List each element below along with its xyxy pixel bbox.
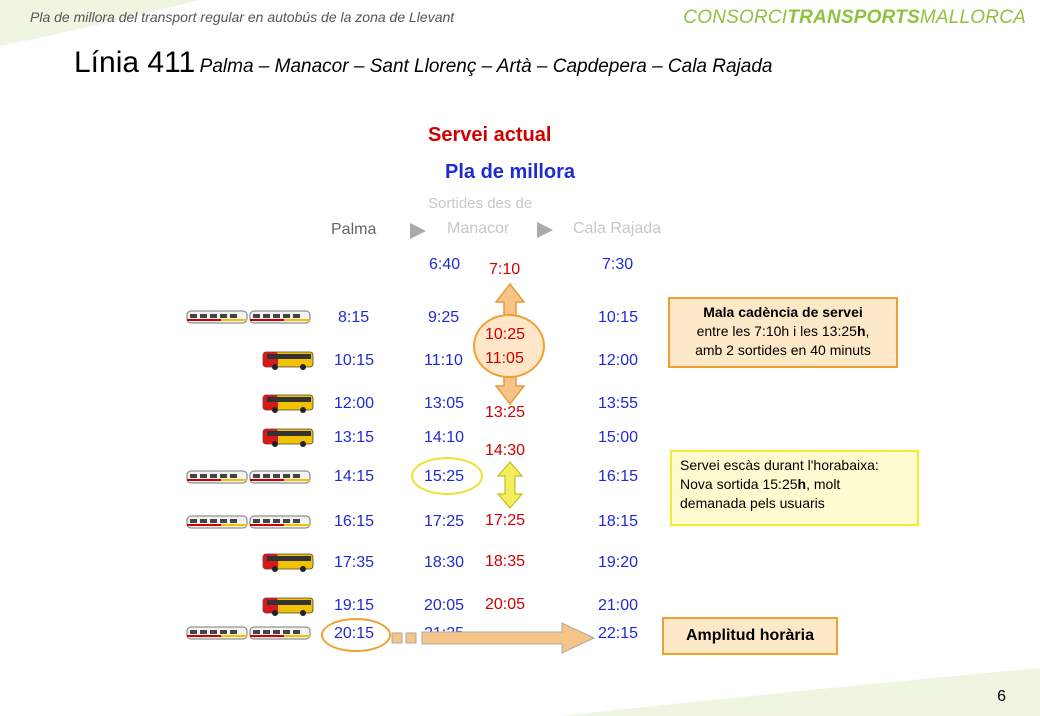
legend-current: Servei actual xyxy=(428,124,552,146)
brand-logo: CONSORCITRANSPORTSMALLORCA xyxy=(683,7,1026,28)
plan-palma-time: 12:00 xyxy=(334,395,375,412)
span-arrow-icon xyxy=(391,622,596,654)
plan-cala-time: 22:15 xyxy=(598,625,639,642)
current-time: 13:25 xyxy=(485,404,526,421)
train-icon xyxy=(186,470,311,484)
current-time: 17:25 xyxy=(485,512,526,529)
bus-icon xyxy=(262,553,314,573)
plan-palma-time: 10:15 xyxy=(334,352,375,369)
arrow-right-icon xyxy=(537,222,553,238)
cadence-note-line1: entre les 7:10h i les 13:25h, xyxy=(696,323,870,339)
route-description: Palma – Manacor – Sant Llorenç – Artà – … xyxy=(199,56,773,77)
plan-palma-time: 14:15 xyxy=(334,468,375,485)
plan-cala-time: 12:00 xyxy=(598,352,639,369)
header-subtitle: Pla de millora del transport regular en … xyxy=(30,9,455,25)
plan-manacor-time: 18:30 xyxy=(424,554,465,571)
page-number: 6 xyxy=(997,688,1006,705)
plan-palma-time: 13:15 xyxy=(334,429,375,446)
afternoon-note: Servei escàs durant l'horabaixa: Nova so… xyxy=(670,450,919,526)
departures-label: Sortides des de xyxy=(428,195,533,212)
current-time: 10:25 xyxy=(485,326,526,343)
plan-cala-time: 15:00 xyxy=(598,429,639,446)
afternoon-note-line1: Servei escàs durant l'horabaixa: xyxy=(680,457,879,473)
double-arrow-icon xyxy=(496,461,524,509)
cadence-note-line2: amb 2 sortides en 40 minuts xyxy=(695,342,871,358)
bus-icon xyxy=(262,394,314,414)
plan-cala-time: 10:15 xyxy=(598,309,639,326)
cadence-note-title: Mala cadència de servei xyxy=(703,304,863,320)
plan-palma-time: 19:15 xyxy=(334,597,375,614)
plan-cala-time: 18:15 xyxy=(598,513,639,530)
plan-cala-time: 16:15 xyxy=(598,468,639,485)
current-time: 11:05 xyxy=(485,350,524,367)
train-icon xyxy=(186,310,311,324)
line-number: Línia 411 xyxy=(74,46,196,79)
plan-cala-time: 21:00 xyxy=(598,597,639,614)
cadence-highlight-ring xyxy=(473,314,545,378)
train-icon xyxy=(186,515,311,529)
current-time: 20:05 xyxy=(485,596,526,613)
current-time: 7:10 xyxy=(489,261,521,278)
plan-cala-time: 7:30 xyxy=(602,256,634,273)
plan-cala-time: 13:55 xyxy=(598,395,639,412)
bus-icon xyxy=(262,351,314,371)
new-departure-ring xyxy=(411,457,483,495)
span-highlight-ring xyxy=(321,618,391,652)
column-manacor: Manacor xyxy=(447,220,510,237)
plan-manacor-time: 13:05 xyxy=(424,395,465,412)
plan-manacor-time: 20:05 xyxy=(424,597,465,614)
plan-palma-time: 17:35 xyxy=(334,554,375,571)
current-time: 18:35 xyxy=(485,553,526,570)
train-icon xyxy=(186,626,311,640)
column-palma: Palma xyxy=(331,221,377,238)
plan-manacor-time: 6:40 xyxy=(429,256,461,273)
cadence-note: Mala cadència de servei entre les 7:10h … xyxy=(668,297,898,368)
plan-manacor-time: 11:10 xyxy=(424,352,463,369)
plan-manacor-time: 9:25 xyxy=(428,309,460,326)
plan-palma-time: 16:15 xyxy=(334,513,375,530)
span-note: Amplitud horària xyxy=(662,617,838,655)
afternoon-note-line3: demanada pels usuaris xyxy=(680,495,825,511)
plan-cala-time: 19:20 xyxy=(598,554,639,571)
legend-plan: Pla de millora xyxy=(445,161,576,183)
plan-manacor-time: 14:10 xyxy=(424,429,465,446)
current-time: 14:30 xyxy=(485,442,526,459)
afternoon-note-line2: Nova sortida 15:25h, molt xyxy=(680,476,841,492)
plan-manacor-time: 17:25 xyxy=(424,513,465,530)
bus-icon xyxy=(262,428,314,448)
bus-icon xyxy=(262,597,314,617)
plan-palma-time: 8:15 xyxy=(338,309,370,326)
arrow-right-icon xyxy=(410,223,426,239)
page-title: Línia 411 Palma – Manacor – Sant Llorenç… xyxy=(74,46,772,80)
column-cala-rajada: Cala Rajada xyxy=(573,220,662,237)
